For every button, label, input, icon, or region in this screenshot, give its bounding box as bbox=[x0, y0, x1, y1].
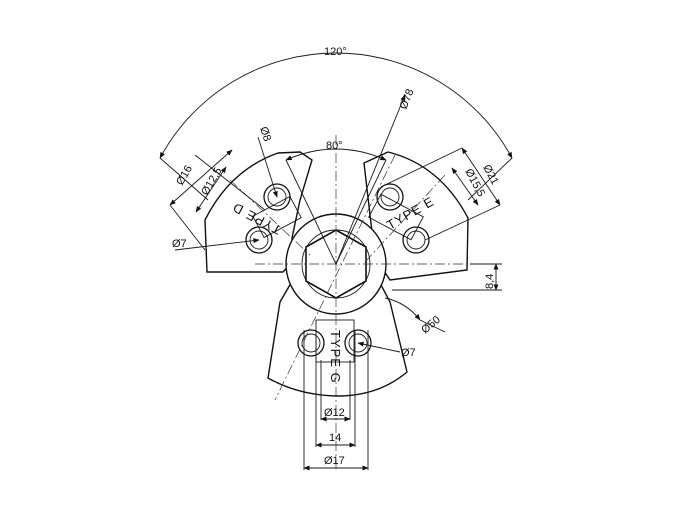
arc-80 bbox=[285, 148, 387, 161]
label-d8: Ø8 bbox=[257, 125, 273, 143]
leader-d50 bbox=[419, 319, 446, 333]
label-80: 80° bbox=[326, 140, 343, 152]
ext-d16-b bbox=[194, 154, 266, 211]
dimline-d12-5 bbox=[195, 166, 227, 213]
label-d21: Ø21 bbox=[480, 163, 500, 187]
ext-d21-b bbox=[424, 204, 501, 241]
label-8-4: 8,4 bbox=[484, 274, 496, 289]
dim-80: 80° bbox=[285, 140, 387, 265]
dims-bottom: TYPE G Ø12 14 Ø17 bbox=[303, 330, 369, 471]
ext-80-left bbox=[285, 159, 337, 265]
label-d12-5: Ø12,5 bbox=[199, 166, 224, 198]
leader-d78 bbox=[335, 94, 406, 265]
arc-d50 bbox=[384, 297, 421, 321]
label-d16: Ø16 bbox=[174, 163, 195, 187]
port-e-upper-inner bbox=[380, 187, 400, 207]
leader-d8 bbox=[257, 136, 278, 198]
centerlines bbox=[255, 135, 500, 470]
label-d78: Ø78 bbox=[398, 87, 417, 111]
label-d7-right: Ø7 bbox=[401, 347, 416, 359]
leader-d7-left bbox=[174, 238, 260, 251]
label-type-g: TYPE G bbox=[328, 330, 343, 384]
port-d-lower-inner bbox=[249, 230, 269, 250]
label-d12: Ø12 bbox=[324, 407, 345, 419]
leader-d7-right bbox=[357, 341, 401, 353]
label-14: 14 bbox=[329, 432, 341, 444]
label-120: 120° bbox=[324, 46, 347, 58]
port-e-lower bbox=[402, 226, 430, 254]
ports-type-g bbox=[297, 319, 372, 363]
centerline-e bbox=[364, 174, 446, 263]
port-g-left-inner bbox=[301, 333, 321, 353]
label-d17: Ø17 bbox=[324, 455, 345, 467]
ports-type-d bbox=[229, 179, 311, 256]
dimline-d21 bbox=[461, 147, 501, 206]
port-e-slot bbox=[368, 193, 424, 241]
label-d50: Ø50 bbox=[419, 314, 443, 337]
port-g-right-inner bbox=[348, 333, 368, 353]
arc-120 bbox=[159, 52, 513, 159]
ext-80-right bbox=[335, 159, 387, 265]
lobe-type-g bbox=[267, 282, 408, 397]
port-g-right bbox=[344, 329, 372, 357]
ext-d16-a bbox=[169, 204, 206, 251]
port-e-upper bbox=[376, 183, 404, 211]
port-d-slot bbox=[252, 195, 302, 239]
port-d-upper-inner bbox=[267, 187, 287, 207]
label-d7-left: Ø7 bbox=[172, 238, 187, 250]
port-g-left bbox=[297, 329, 325, 357]
ports-type-e bbox=[364, 174, 446, 263]
dimline-d15-5 bbox=[451, 167, 479, 206]
centerline-diag-1 bbox=[274, 154, 396, 401]
ext-d21-a bbox=[384, 147, 463, 186]
